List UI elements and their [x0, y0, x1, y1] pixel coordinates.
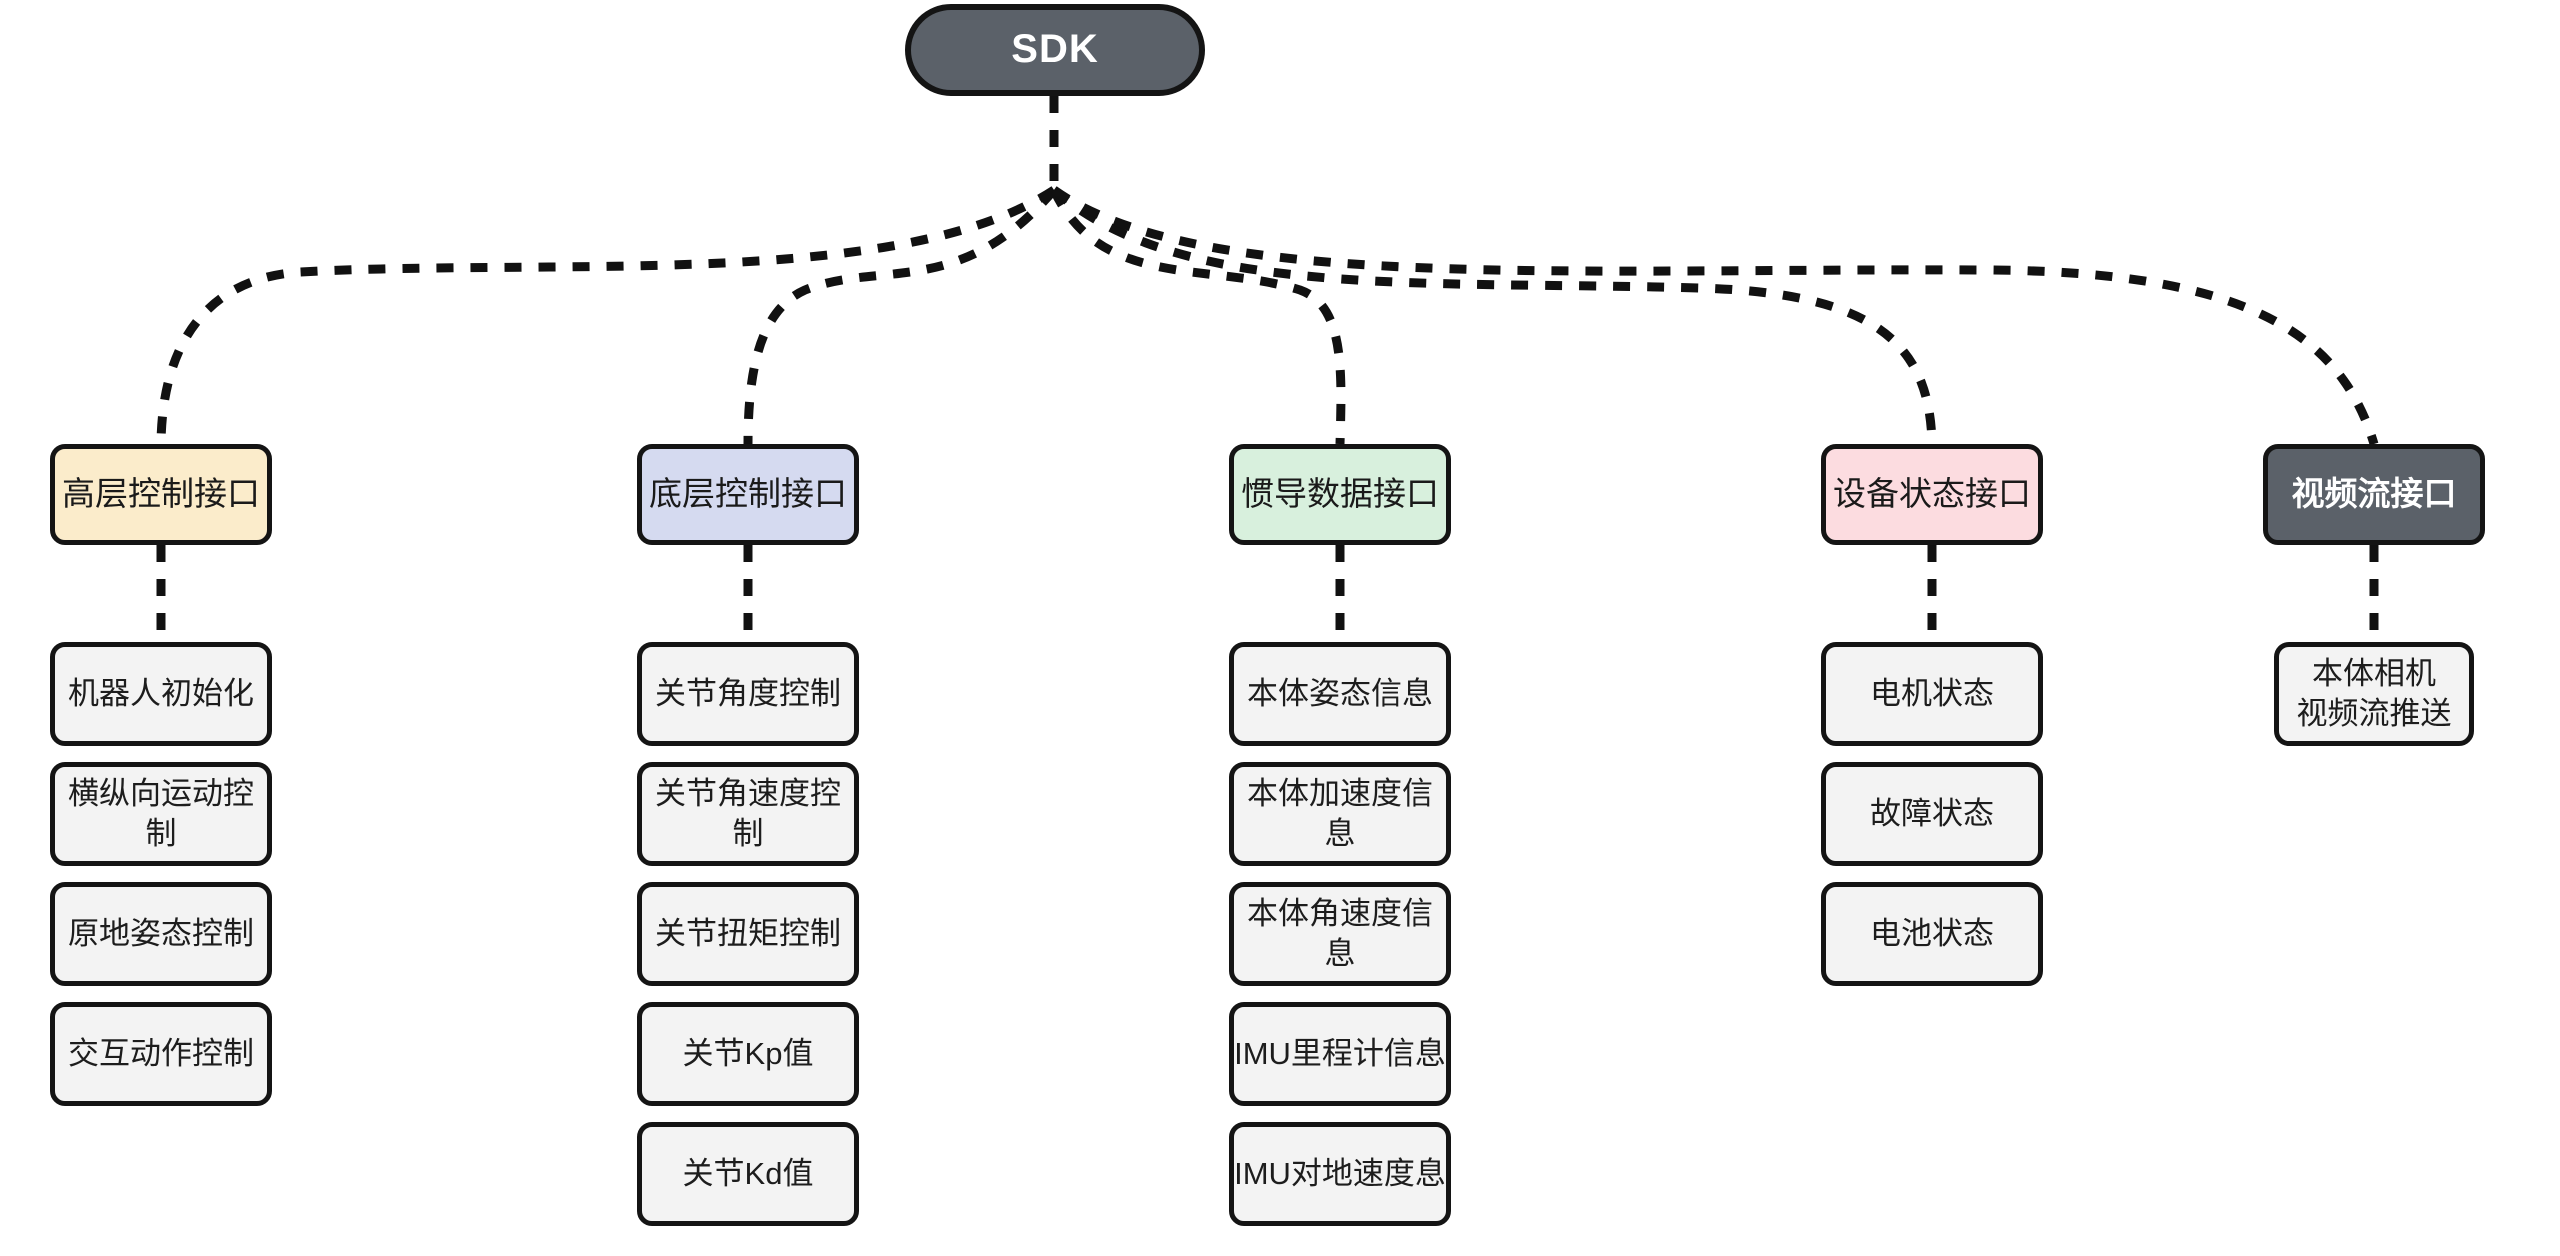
node-category-low-level-control-label: 底层控制接口	[649, 475, 847, 513]
node-leaf-imu-ground-velocity-info-label: IMU对地速度息	[1234, 1156, 1446, 1192]
node-leaf-joint-kd-value-label: 关节Kd值	[682, 1156, 814, 1192]
node-leaf-fault-status[interactable]: 故障状态	[1821, 762, 2043, 866]
node-leaf-robot-init[interactable]: 机器人初始化	[50, 642, 272, 746]
node-category-video-stream[interactable]: 视频流接口	[2263, 444, 2485, 545]
node-category-imu-data-label: 惯导数据接口	[1241, 475, 1439, 513]
node-leaf-joint-angular-velocity-control-label: 关节角速度控制	[655, 776, 841, 851]
edge-sdk-to-low-level-control	[743, 187, 1058, 445]
node-leaf-joint-kp-value-label: 关节Kp值	[682, 1036, 814, 1072]
node-leaf-body-posture-info[interactable]: 本体姿态信息	[1229, 642, 1451, 746]
node-category-device-status[interactable]: 设备状态接口	[1821, 444, 2043, 545]
node-leaf-joint-kp-value[interactable]: 关节Kp值	[637, 1002, 859, 1106]
node-category-high-level-control-label: 高层控制接口	[62, 475, 260, 513]
node-leaf-joint-angular-velocity-control[interactable]: 关节角速度控制	[637, 762, 859, 866]
node-leaf-robot-init-label: 机器人初始化	[68, 676, 254, 712]
node-leaf-joint-angle-control-label: 关节角度控制	[655, 676, 841, 712]
node-leaf-stationary-posture-control-label: 原地姿态控制	[68, 916, 254, 952]
node-category-high-level-control[interactable]: 高层控制接口	[50, 444, 272, 545]
node-leaf-body-acceleration-info-label: 本体加速度信息	[1247, 776, 1433, 851]
node-category-device-status-label: 设备状态接口	[1833, 475, 2031, 513]
edge-sdk-to-imu-data	[1049, 188, 1346, 445]
node-leaf-joint-torque-control[interactable]: 关节扭矩控制	[637, 882, 859, 986]
node-sdk-label: SDK	[1011, 27, 1099, 72]
node-leaf-body-acceleration-info[interactable]: 本体加速度信息	[1229, 762, 1451, 866]
node-category-low-level-control[interactable]: 底层控制接口	[637, 444, 859, 545]
node-category-video-stream-label: 视频流接口	[2291, 475, 2457, 513]
node-leaf-motor-status[interactable]: 电机状态	[1821, 642, 2043, 746]
node-leaf-joint-angle-control[interactable]: 关节角度控制	[637, 642, 859, 746]
node-leaf-motor-status-label: 电机状态	[1870, 676, 1994, 712]
node-leaf-lateral-longitudinal-motion-control-label: 横纵向运动控制	[68, 776, 254, 851]
node-leaf-battery-status[interactable]: 电池状态	[1821, 882, 2043, 986]
edge-sdk-to-high-level-control	[156, 186, 1057, 445]
node-leaf-interactive-action-control-label: 交互动作控制	[68, 1036, 254, 1072]
node-leaf-body-posture-info-label: 本体姿态信息	[1247, 676, 1433, 712]
node-leaf-body-angular-velocity-info[interactable]: 本体角速度信息	[1229, 882, 1451, 986]
node-leaf-lateral-longitudinal-motion-control[interactable]: 横纵向运动控制	[50, 762, 272, 866]
node-leaf-stationary-posture-control[interactable]: 原地姿态控制	[50, 882, 272, 986]
edge-sdk-to-device-status	[1051, 186, 1937, 445]
node-sdk[interactable]: SDK	[905, 4, 1205, 96]
node-leaf-imu-odometry-info[interactable]: IMU里程计信息	[1229, 1002, 1451, 1106]
node-leaf-battery-status-label: 电池状态	[1870, 916, 1994, 952]
node-leaf-body-camera-video-stream-push-label: 本体相机 视频流推送	[2296, 656, 2452, 731]
edge-sdk-to-video-stream	[1051, 186, 2379, 446]
node-leaf-body-angular-velocity-info-label: 本体角速度信息	[1247, 896, 1433, 971]
node-leaf-interactive-action-control[interactable]: 交互动作控制	[50, 1002, 272, 1106]
node-leaf-imu-ground-velocity-info[interactable]: IMU对地速度息	[1229, 1122, 1451, 1226]
node-leaf-joint-kd-value[interactable]: 关节Kd值	[637, 1122, 859, 1226]
node-leaf-body-camera-video-stream-push[interactable]: 本体相机 视频流推送	[2274, 642, 2474, 746]
node-leaf-fault-status-label: 故障状态	[1870, 796, 1994, 832]
node-leaf-joint-torque-control-label: 关节扭矩控制	[655, 916, 841, 952]
node-leaf-imu-odometry-info-label: IMU里程计信息	[1234, 1036, 1446, 1072]
node-category-imu-data[interactable]: 惯导数据接口	[1229, 444, 1451, 545]
